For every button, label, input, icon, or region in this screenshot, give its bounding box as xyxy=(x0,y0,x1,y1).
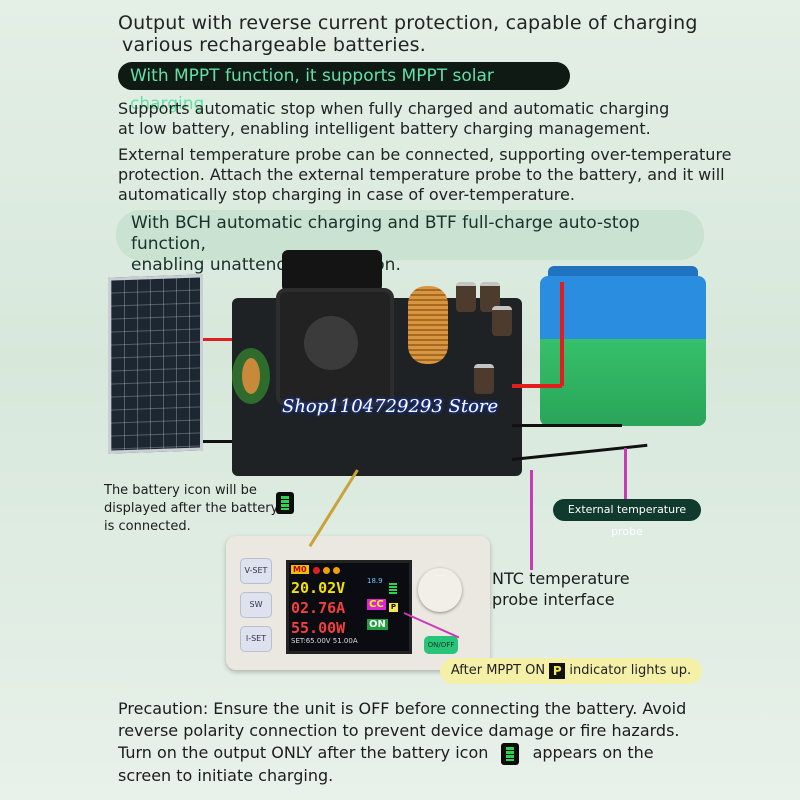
current-readout: 02.76A xyxy=(291,599,346,617)
battery-icon xyxy=(501,742,520,765)
temperature-readout: 18.9 xyxy=(367,577,383,585)
voltage-readout: 20.02V xyxy=(291,579,346,597)
battery-note-line-1: The battery icon will be xyxy=(104,483,257,498)
headline: Output with reverse current protection, … xyxy=(118,12,698,56)
battery-note-line-3: is connected. xyxy=(104,519,191,534)
ntc-line-1: NTC temperature xyxy=(492,569,630,588)
on-off-button[interactable]: ON/OFF xyxy=(424,636,458,654)
mppt-p-badge: P xyxy=(549,662,566,679)
precaution-line-3b: appears on the xyxy=(532,743,654,762)
temp-probe-line-2: protection. Attach the external temperat… xyxy=(118,165,725,184)
external-probe-label: External temperature probe xyxy=(553,499,701,538)
capacitor-image xyxy=(474,364,494,394)
power-readout: 55.00W xyxy=(291,619,346,637)
capacitor-image xyxy=(480,282,500,312)
auto-stop-paragraph: Supports automatic stop when fully charg… xyxy=(118,99,669,139)
battery-red-wire xyxy=(512,384,562,388)
precaution-line-4: screen to initiate charging. xyxy=(118,765,334,785)
status-dot-icon xyxy=(323,567,330,574)
watermark: Shop1104729293 Store xyxy=(282,396,499,417)
mppt-p-icon: P xyxy=(389,603,398,612)
mppt-note-after: indicator lights up. xyxy=(569,663,692,678)
probe-black-wire xyxy=(511,443,648,461)
auto-stop-line-1: Supports automatic stop when fully charg… xyxy=(118,99,670,118)
precaution-line-1: Precaution: Ensure the unit is OFF befor… xyxy=(118,699,687,718)
mppt-pill: With MPPT function, it supports MPPT sol… xyxy=(118,62,570,114)
inductor-coil-image xyxy=(408,286,448,364)
toroid-inductor-image xyxy=(232,348,270,404)
solar-panel-image xyxy=(108,274,203,454)
battery-red-wire-vertical xyxy=(560,282,564,386)
probe-wire xyxy=(624,448,627,500)
headline-line-1: Output with reverse current protection, … xyxy=(118,12,698,34)
v-set-button[interactable]: V-SET xyxy=(240,558,272,584)
mode-indicator: M0 xyxy=(291,565,309,574)
lcd-screen: M0 20.02V 02.76A 55.00W 18.9 CC ON P SET… xyxy=(286,560,412,654)
ntc-label: NTC temperature probe interface xyxy=(492,568,630,610)
battery-black-wire xyxy=(512,424,622,427)
capacitor-image xyxy=(456,282,476,312)
fan-hub-image xyxy=(304,316,358,370)
heatsink-image xyxy=(282,250,382,292)
cc-badge: CC xyxy=(367,599,386,610)
set-line: SET:65.00V 51.00A xyxy=(291,637,358,645)
battery-icon-note: The battery icon will be displayed after… xyxy=(104,482,278,536)
bch-pill: With BCH automatic charging and BTF full… xyxy=(116,210,704,275)
battery-note-line-2: displayed after the battery xyxy=(104,501,279,516)
capacitor-image xyxy=(492,306,512,336)
battery-status-icon xyxy=(389,583,397,595)
precaution-line-2: reverse polarity connection to prevent d… xyxy=(118,721,680,740)
bch-line-1: With BCH automatic charging and BTF full… xyxy=(131,213,640,254)
precaution-line-3: Turn on the output ONLY after the batter… xyxy=(118,742,718,765)
precaution-text: Precaution: Ensure the unit is OFF befor… xyxy=(118,698,718,787)
on-badge: ON xyxy=(367,619,388,630)
encoder-knob[interactable] xyxy=(418,568,462,612)
status-dot-icon xyxy=(333,567,340,574)
ntc-pointer-line xyxy=(530,470,533,570)
sw-button[interactable]: SW xyxy=(240,592,272,618)
i-set-button[interactable]: I-SET xyxy=(240,626,272,652)
status-dot-icon xyxy=(313,567,320,574)
headline-line-2: various rechargeable batteries. xyxy=(122,34,426,56)
temp-probe-line-1: External temperature probe can be connec… xyxy=(118,145,732,164)
temp-probe-line-3: automatically stop charging in case of o… xyxy=(118,185,575,204)
battery-icon xyxy=(276,492,294,514)
auto-stop-line-2: at low battery, enabling intelligent bat… xyxy=(118,119,651,138)
mppt-indicator-note: After MPPT ON P indicator lights up. xyxy=(440,658,702,684)
precaution-line-3a: Turn on the output ONLY after the batter… xyxy=(118,743,489,762)
mppt-note-before: After MPPT ON xyxy=(450,663,546,678)
battery-pack-image xyxy=(540,276,706,426)
ntc-line-2: probe interface xyxy=(492,590,615,609)
temp-probe-paragraph: External temperature probe can be connec… xyxy=(118,145,732,205)
